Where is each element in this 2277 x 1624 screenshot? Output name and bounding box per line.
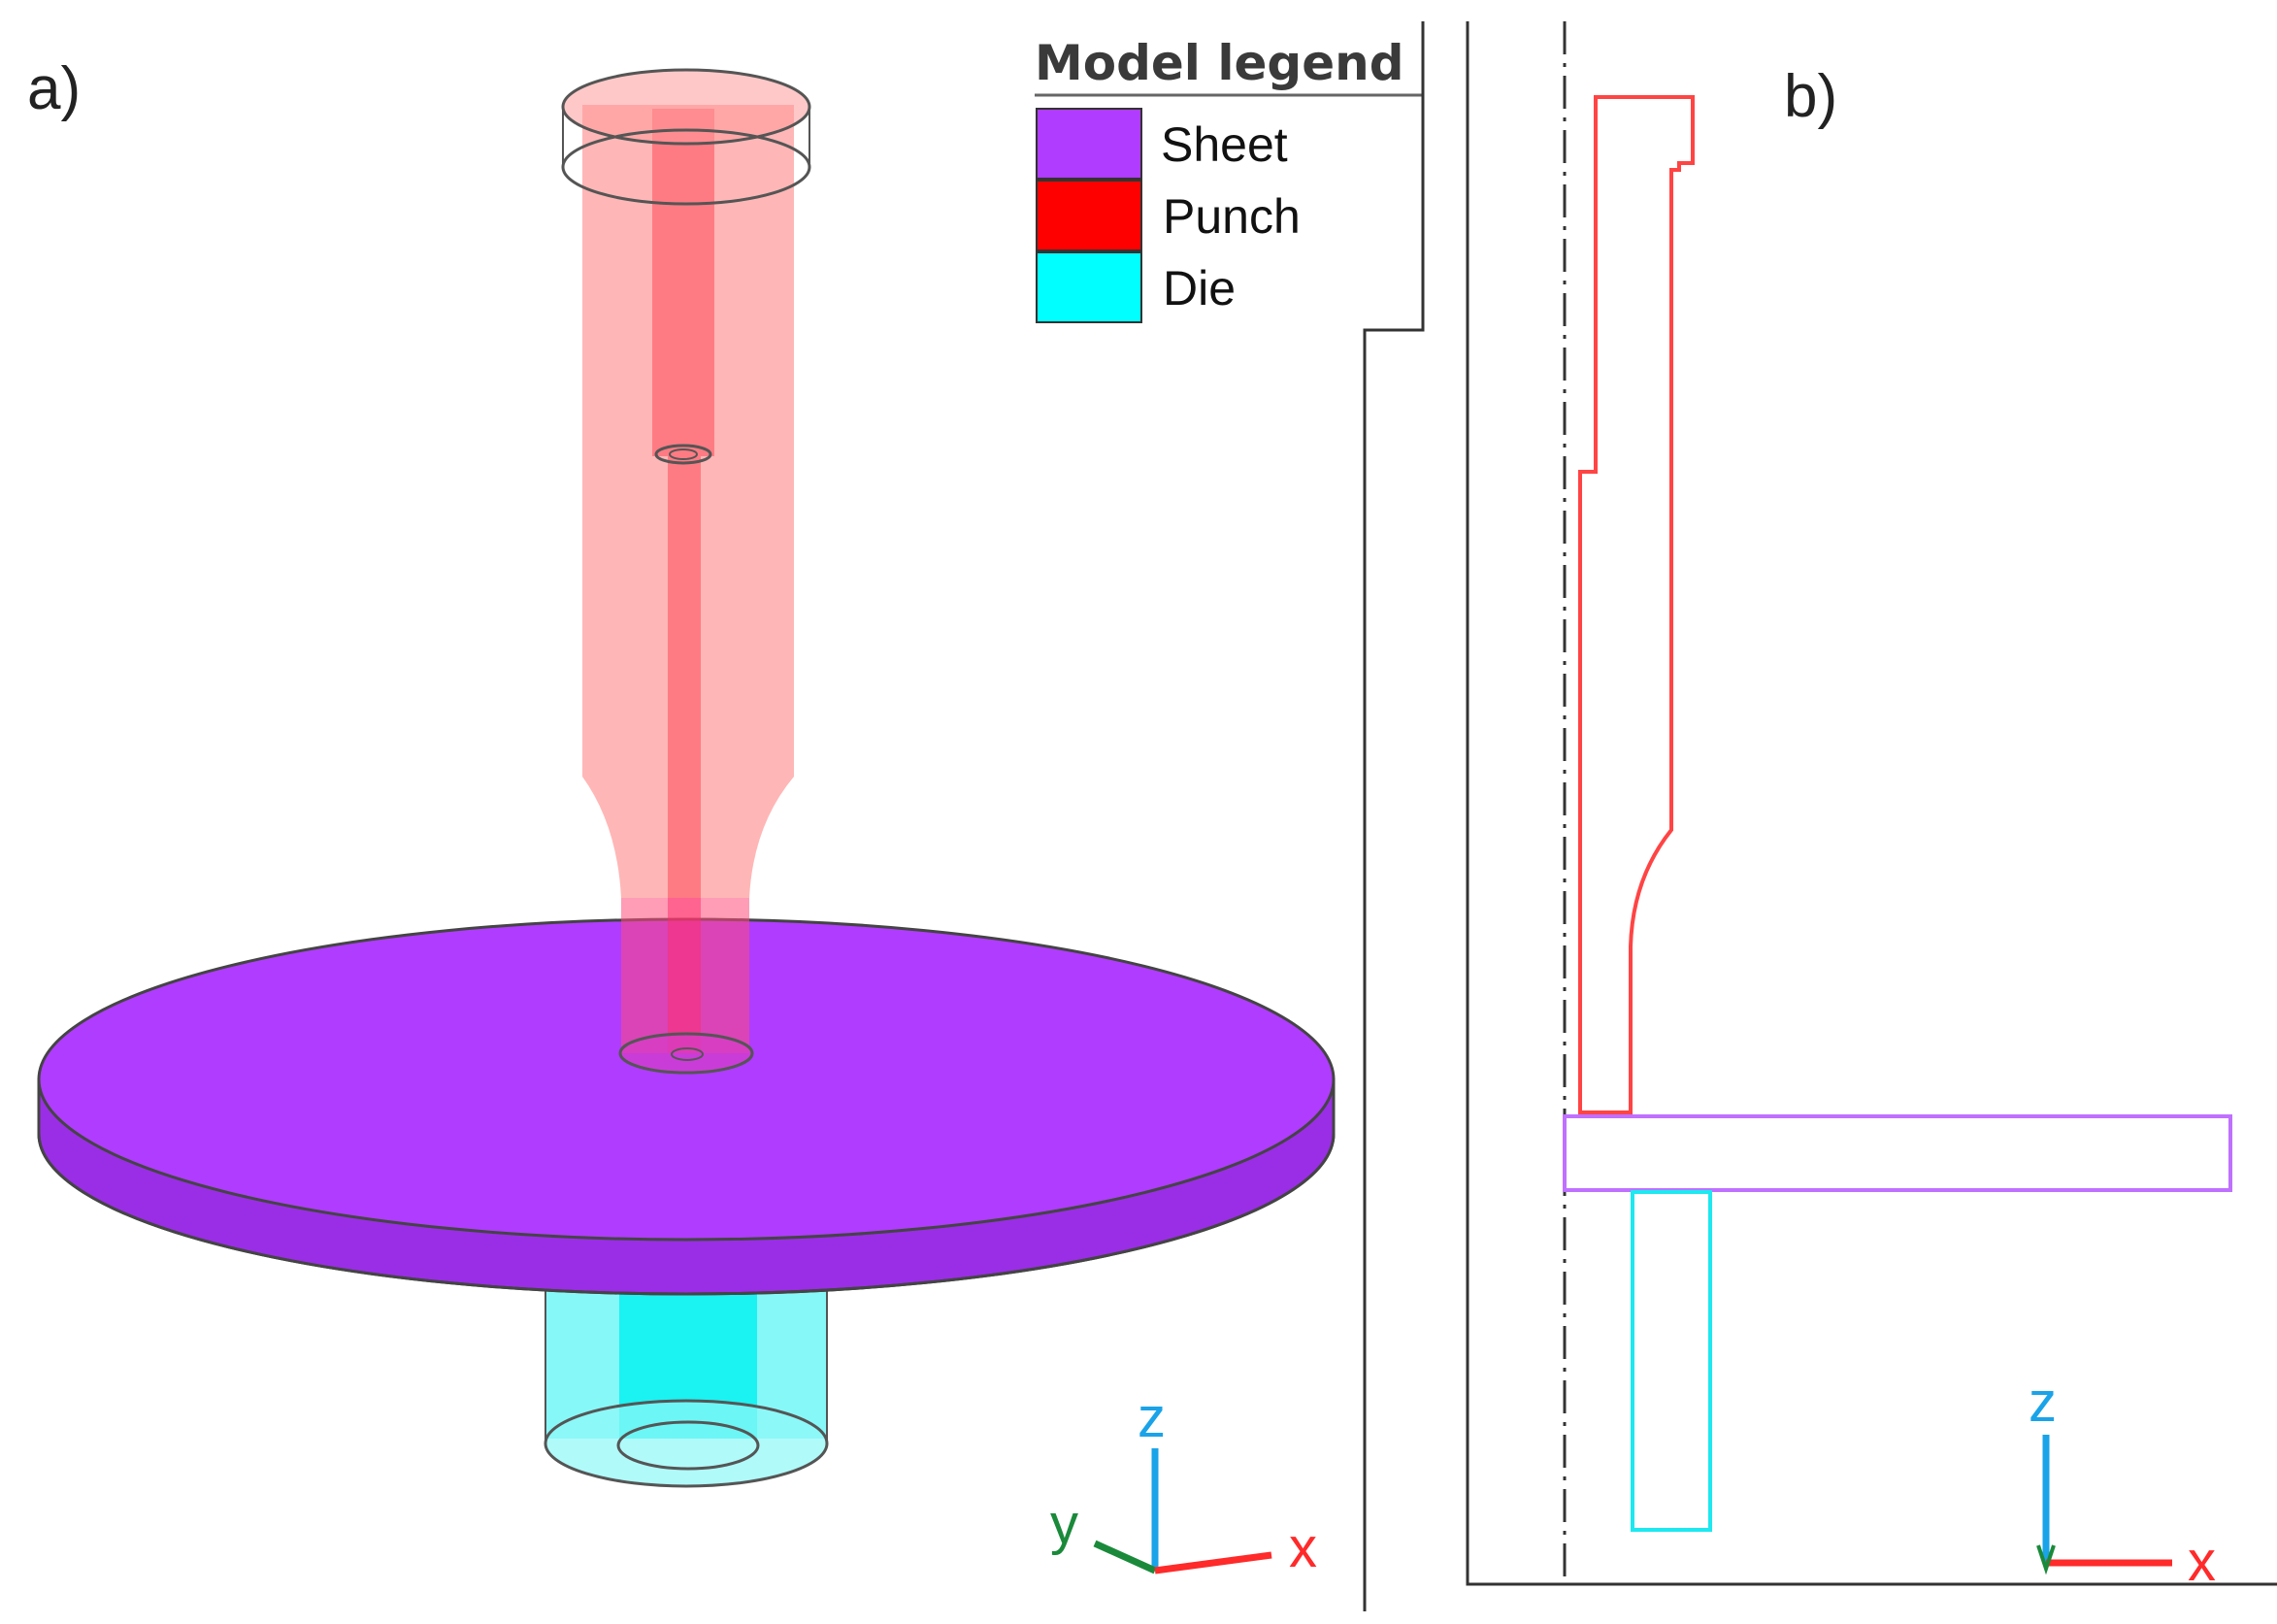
axis-y-marker-b [2036,1544,2056,1575]
punch-tip-face [618,1032,754,1075]
legend-label-sheet: Sheet [1161,117,1288,172]
punch-core-lower [668,456,701,898]
punch-step-inner-ring [669,448,698,460]
axis-x-line-a [1154,1551,1272,1574]
axis-triad-b: z x [2029,1371,2216,1593]
legend-label-die: Die [1163,261,1236,315]
legend-swatch-die [1036,251,1142,323]
legend-item-punch: Punch [1036,180,1301,251]
legend-item-sheet: Sheet [1036,108,1288,180]
axis-z-label-a: z [1138,1386,1166,1449]
panel-divider [1363,21,1425,1611]
sheet-rim-bottom-edge [37,1133,1336,1296]
panel-a: a) [27,21,1425,1611]
model-legend: Model legend Sheet Punch Die [1035,21,1425,1611]
legend-swatch-punch [1036,180,1142,251]
legend-label-punch: Punch [1163,189,1301,244]
axis-x-label-a: x [1289,1516,1317,1579]
punch-3d [561,68,811,1075]
panel-b: b) z x [1466,21,2277,1593]
punch-tip-core [668,898,701,1053]
axis-y-label-a: y [1050,1493,1078,1556]
punch-tip-ring [671,1047,704,1061]
legend-title: Model legend [1035,35,1404,91]
legend-swatch-sheet [1036,108,1142,180]
punch-top-face [561,68,811,146]
axis-x-label-b: x [2188,1530,2216,1593]
sheet-3d [37,917,1336,1296]
panel-b-label: b) [1784,63,1837,130]
die-section [1631,1190,1712,1532]
punch-core-upper [652,109,714,456]
axis-z-label-b: z [2029,1371,2057,1434]
die-bore-edge [616,1420,760,1471]
legend-item-die: Die [1036,251,1236,323]
sheet-section [1563,1114,2232,1192]
panel-b-frame [1466,21,2277,1586]
panel-a-label: a) [27,55,81,122]
axis-triad-a: z y x [1050,1386,1317,1579]
die-3d [544,1262,829,1488]
die-bottom-face [544,1399,829,1488]
axis-y-line-a [1093,1540,1157,1574]
punch-step-ring [654,444,712,465]
punch-section [1578,95,1695,1114]
